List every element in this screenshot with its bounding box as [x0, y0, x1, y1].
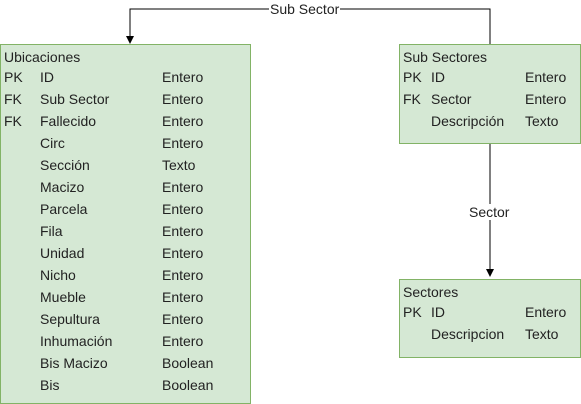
- field-key: PK: [403, 69, 422, 85]
- field-name: Circ: [40, 135, 65, 151]
- field-name: ID: [40, 69, 54, 85]
- field-key: PK: [403, 304, 422, 320]
- field-name: Parcela: [40, 201, 88, 217]
- field-type: Entero: [162, 135, 204, 151]
- field-key: FK: [4, 91, 22, 107]
- field-type: Texto: [525, 113, 559, 129]
- entity-title: Sectores: [403, 284, 459, 300]
- field-type: Entero: [162, 223, 204, 239]
- field-type: Entero: [162, 179, 204, 195]
- field-name: ID: [431, 69, 445, 85]
- field-type: Entero: [162, 333, 204, 349]
- field-name: Unidad: [40, 245, 85, 261]
- field-type: Texto: [162, 157, 196, 173]
- field-key: PK: [4, 69, 23, 85]
- field-key: FK: [4, 113, 22, 129]
- field-type: Entero: [162, 245, 204, 261]
- field-type: Entero: [525, 304, 567, 320]
- field-type: Entero: [525, 69, 567, 85]
- field-name: ID: [431, 304, 445, 320]
- field-name: Descripcion: [431, 326, 505, 342]
- field-type: Entero: [162, 311, 204, 327]
- field-name: Bis Macizo: [40, 355, 108, 371]
- field-name: Inhumación: [40, 333, 113, 349]
- field-type: Entero: [162, 91, 204, 107]
- field-name: Macizo: [40, 179, 85, 195]
- field-type: Entero: [162, 113, 204, 129]
- field-type: Entero: [525, 91, 567, 107]
- field-type: Entero: [162, 267, 204, 283]
- field-type: Boolean: [162, 377, 214, 393]
- field-type: Texto: [525, 326, 559, 342]
- field-type: Boolean: [162, 355, 214, 371]
- field-name: Nicho: [40, 267, 76, 283]
- entity-title: Sub Sectores: [403, 49, 488, 65]
- field-name: Fila: [40, 223, 63, 239]
- field-name: Sección: [40, 157, 90, 173]
- field-type: Entero: [162, 289, 204, 305]
- field-name: Sub Sector: [40, 91, 110, 107]
- field-name: Descripción: [431, 113, 505, 129]
- sector-edge-label: Sector: [468, 204, 511, 220]
- sub-sector-edge-label: Sub Sector: [269, 1, 341, 17]
- field-name: Mueble: [40, 289, 86, 305]
- field-name: Fallecido: [40, 113, 97, 129]
- field-type: Entero: [162, 201, 204, 217]
- field-name: Bis: [40, 377, 60, 393]
- field-type: Entero: [162, 69, 204, 85]
- field-name: Sector: [431, 91, 472, 107]
- field-key: FK: [403, 91, 421, 107]
- entity-title: Ubicaciones: [4, 49, 81, 65]
- field-name: Sepultura: [40, 311, 100, 327]
